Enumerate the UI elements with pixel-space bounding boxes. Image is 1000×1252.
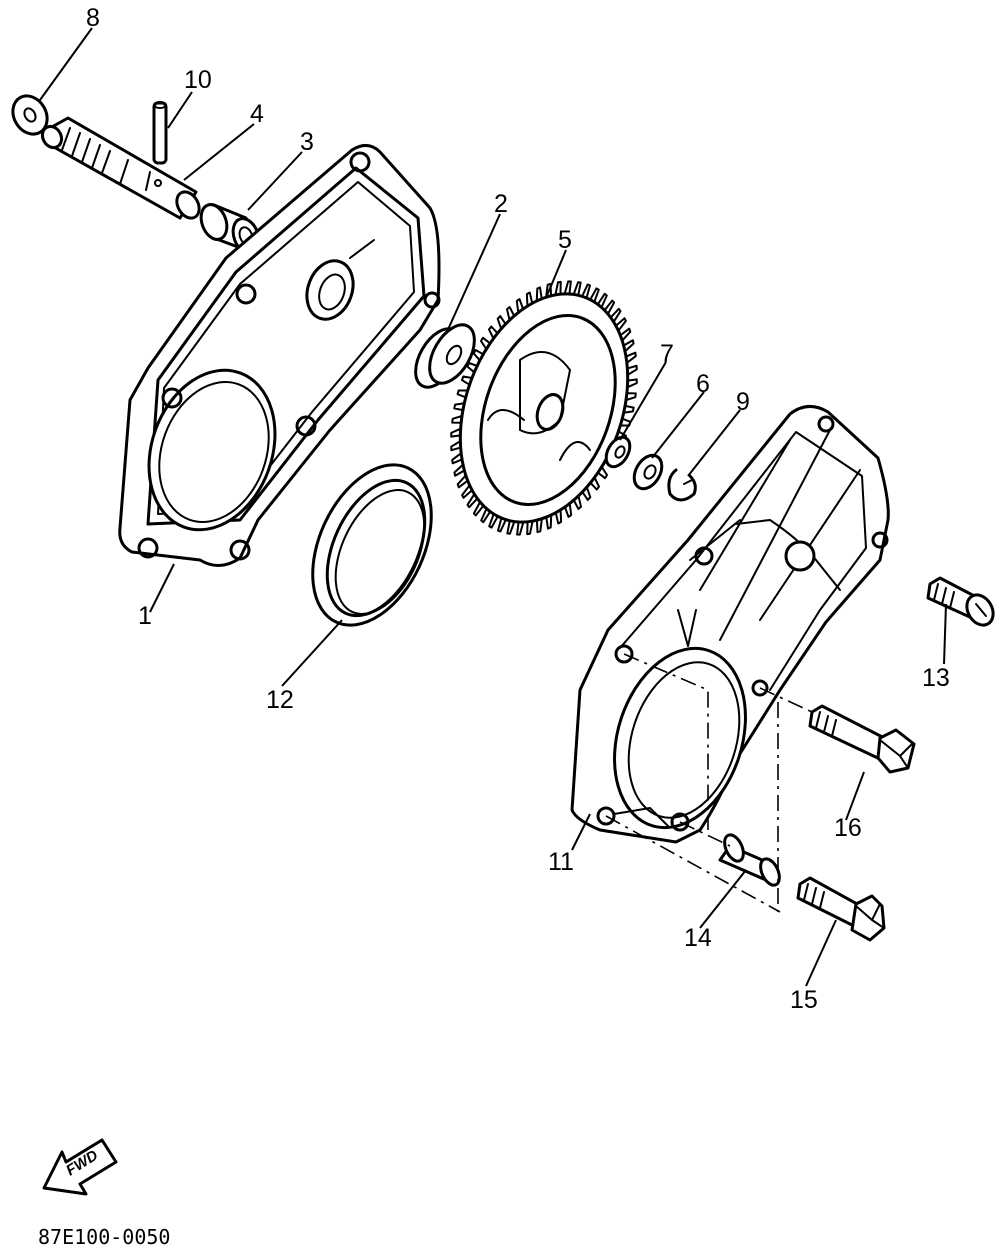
callout-lines	[39, 27, 947, 987]
part-label-13: 13	[922, 664, 950, 692]
part-labels: 8 10 4 3 2 5 7 6 9 1 12 13 16 11 14 15	[86, 4, 950, 1014]
screw-part-13	[926, 576, 995, 627]
part-label-9: 9	[736, 388, 750, 416]
washer-part-6	[632, 453, 664, 491]
seal-ring-part-12	[311, 463, 433, 627]
part-label-1: 1	[138, 602, 152, 630]
drawing-code: 87E100-0050	[38, 1225, 170, 1249]
washer-part-8	[11, 94, 49, 136]
part-label-6: 6	[696, 370, 710, 398]
part-label-11: 11	[548, 848, 574, 876]
dowel-part-14	[718, 833, 781, 887]
part-label-4: 4	[250, 100, 264, 128]
oil-seal-part-2	[414, 323, 476, 389]
circlip-part-9	[667, 468, 697, 502]
part-label-15: 15	[790, 986, 818, 1014]
part-label-16: 16	[834, 814, 862, 842]
part-label-12: 12	[266, 686, 294, 714]
part-label-3: 3	[300, 128, 314, 156]
outer-cover-part-11	[570, 405, 890, 844]
inner-cover-part-1	[118, 144, 441, 567]
part-label-8: 8	[86, 4, 100, 32]
part-label-2: 2	[494, 190, 508, 218]
part-label-5: 5	[558, 226, 572, 254]
gear-part-5	[450, 280, 638, 536]
forward-direction-arrow: FWD	[42, 1138, 118, 1196]
alignment-lines	[605, 653, 813, 913]
worm-shaft-part-4	[40, 116, 201, 220]
part-label-14: 14	[684, 924, 712, 952]
seal-part-7	[604, 435, 632, 469]
part-label-10: 10	[184, 66, 212, 94]
bolt-part-15	[796, 876, 886, 942]
part-label-7: 7	[660, 340, 674, 368]
pin-part-10	[152, 101, 168, 165]
bolt-part-16	[808, 704, 916, 774]
